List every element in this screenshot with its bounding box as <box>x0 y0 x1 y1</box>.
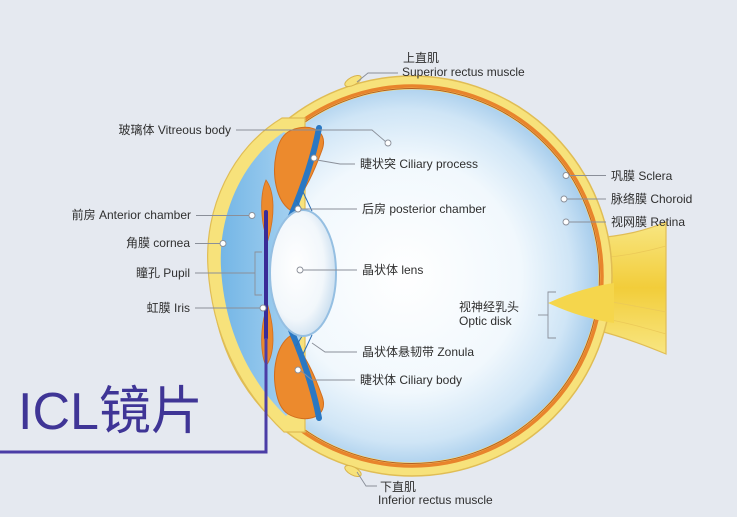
leader-ciliary-process <box>310 154 355 165</box>
leader-sclera <box>562 172 606 179</box>
label-sclera: 巩膜 Sclera <box>611 169 673 183</box>
label-lens: 晶状体 lens <box>362 263 423 277</box>
superior-rectus-tab <box>344 74 362 88</box>
leader-ciliary-body <box>294 366 355 381</box>
leader-zonula <box>311 342 357 353</box>
label-zonula: 晶状体悬韧带 Zonula <box>362 345 474 359</box>
leader-iris <box>195 304 267 312</box>
leader-retina <box>562 218 606 226</box>
inferior-rectus-tab <box>344 464 362 478</box>
leader-optic-disk <box>538 291 556 339</box>
label-posterior-chamber: 后房 posterior chamber <box>362 201 486 216</box>
icl-callout-line <box>0 338 268 454</box>
leader-pupil <box>195 251 262 296</box>
leader-anterior-chamber <box>196 212 256 219</box>
label-pupil: 瞳孔 Pupil <box>136 265 190 280</box>
leader-posterior-chamber <box>294 205 357 213</box>
label-inferior-rectus-en: Inferior rectus muscle <box>378 493 493 507</box>
leader-choroid <box>560 195 606 203</box>
label-optic-disk-en: Optic disk <box>459 314 513 328</box>
label-optic-disk-zh: 视神经乳头 <box>459 299 519 314</box>
leader-inferior-rectus <box>356 471 377 487</box>
leader-vitreous <box>236 129 392 147</box>
label-cornea: 角膜 cornea <box>126 236 190 250</box>
label-superior-rectus-zh: 上直肌 <box>403 51 439 65</box>
label-choroid: 脉络膜 Choroid <box>611 191 692 206</box>
leader-cornea <box>195 240 227 247</box>
anterior-chamber-shape <box>220 132 300 416</box>
optic-disk-shape <box>548 283 614 323</box>
posterior-chamber-band-bottom <box>288 327 322 421</box>
label-iris: 虹膜 Iris <box>147 301 190 315</box>
icl-callout-label: ICL镜片 <box>18 383 203 441</box>
lens-shape <box>269 209 337 337</box>
posterior-chamber-band-top <box>288 125 322 219</box>
label-anterior-chamber: 前房 Anterior chamber <box>72 207 191 222</box>
label-retina: 视网膜 Retina <box>611 214 685 229</box>
label-vitreous-body: 玻璃体 Vitreous body <box>119 123 232 137</box>
leader-lens <box>296 266 357 274</box>
label-inferior-rectus-zh: 下直肌 <box>380 480 416 494</box>
vitreous-body-shape <box>225 89 599 463</box>
label-ciliary-body: 睫状体 Ciliary body <box>360 373 462 387</box>
label-superior-rectus-en: Superior rectus muscle <box>402 65 525 79</box>
label-ciliary-process: 睫状突 Ciliary process <box>360 156 478 171</box>
leader-superior-rectus <box>356 72 398 83</box>
